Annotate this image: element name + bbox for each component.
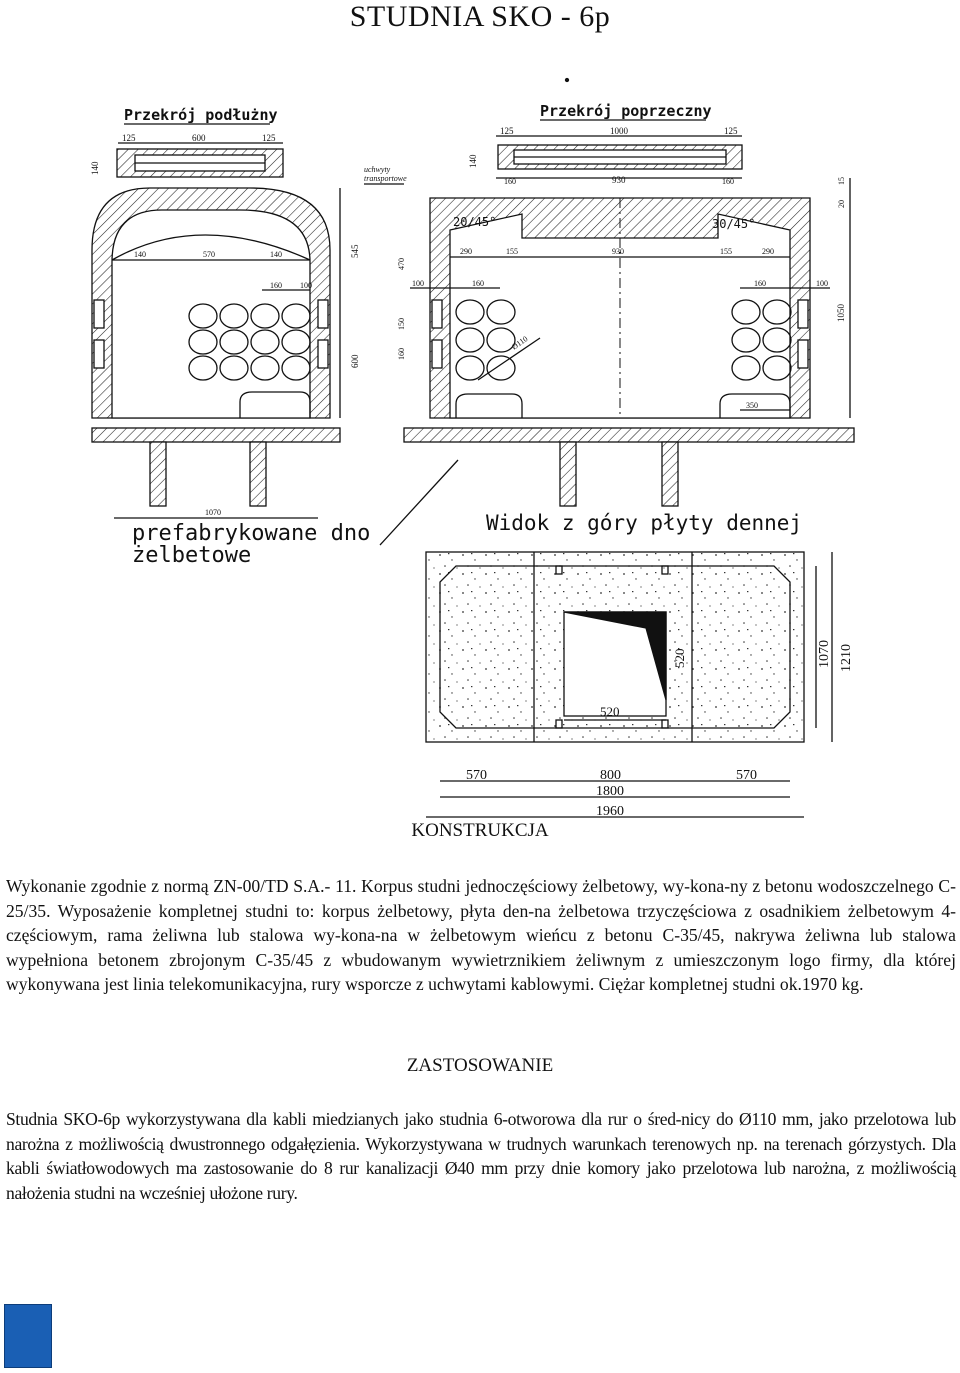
page-title: STUDNIA SKO - 6p bbox=[349, 0, 611, 33]
bottom-slab-plan: Widok z góry płyty dennej 520 520 1070 1… bbox=[425, 511, 854, 819]
svg-text:20/45°: 20/45° bbox=[453, 215, 496, 229]
svg-text:470: 470 bbox=[397, 258, 406, 270]
top-view-label: Widok z góry płyty dennej bbox=[486, 511, 802, 535]
svg-text:160: 160 bbox=[722, 177, 734, 186]
svg-text:520: 520 bbox=[600, 704, 620, 719]
svg-text:290: 290 bbox=[460, 247, 472, 256]
longitudinal-section: Przekrój podłużny 125 600 125 140 uchwyt… bbox=[90, 106, 459, 568]
svg-text:570: 570 bbox=[203, 250, 215, 259]
svg-text:125: 125 bbox=[122, 133, 136, 143]
svg-text:1070: 1070 bbox=[205, 508, 221, 517]
svg-text:600: 600 bbox=[350, 354, 360, 368]
svg-text:140: 140 bbox=[270, 250, 282, 259]
svg-text:transportowe: transportowe bbox=[364, 174, 407, 183]
svg-text:140: 140 bbox=[134, 250, 146, 259]
svg-text:140: 140 bbox=[90, 161, 100, 175]
bottom-label-line2: żelbetowe bbox=[132, 543, 251, 568]
bottom-label-line1: prefabrykowane dno bbox=[132, 521, 370, 546]
construction-heading: KONSTRUKCJA bbox=[411, 820, 549, 841]
svg-text:350: 350 bbox=[746, 401, 758, 410]
svg-text:1960: 1960 bbox=[596, 804, 624, 819]
svg-text:800: 800 bbox=[600, 768, 621, 783]
svg-text:uchwyty: uchwyty bbox=[364, 165, 391, 174]
svg-text:140: 140 bbox=[468, 154, 478, 168]
svg-text:160: 160 bbox=[472, 279, 484, 288]
svg-text:155: 155 bbox=[720, 247, 732, 256]
pipe-openings-left bbox=[188, 303, 311, 381]
svg-text:30/45°: 30/45° bbox=[712, 217, 755, 231]
technical-drawing: Przekrój podłużny 125 600 125 140 uchwyt… bbox=[90, 77, 855, 819]
svg-text:100: 100 bbox=[816, 279, 828, 288]
svg-text:930: 930 bbox=[612, 247, 624, 256]
svg-text:125: 125 bbox=[500, 126, 514, 136]
svg-text:150: 150 bbox=[397, 318, 406, 330]
svg-text:1050: 1050 bbox=[836, 304, 846, 323]
svg-text:930: 930 bbox=[612, 175, 626, 185]
cross-section-label: Przekrój poprzeczny bbox=[540, 102, 712, 120]
svg-text:100: 100 bbox=[300, 281, 312, 290]
svg-text:1070: 1070 bbox=[817, 640, 832, 668]
pipe-openings-left-wall bbox=[455, 299, 516, 381]
svg-text:160: 160 bbox=[504, 177, 516, 186]
svg-text:570: 570 bbox=[466, 768, 487, 783]
svg-text:20: 20 bbox=[837, 200, 846, 208]
svg-text:100: 100 bbox=[412, 279, 424, 288]
svg-text:520: 520 bbox=[672, 649, 687, 669]
svg-text:15: 15 bbox=[837, 177, 846, 185]
svg-text:125: 125 bbox=[262, 133, 276, 143]
svg-text:290: 290 bbox=[762, 247, 774, 256]
application-heading: ZASTOSOWANIE bbox=[406, 1055, 554, 1076]
svg-text:125: 125 bbox=[724, 126, 738, 136]
cross-section: Przekrój poprzeczny 125 1000 125 140 160… bbox=[397, 77, 855, 507]
longitudinal-section-label: Przekrój podłużny bbox=[124, 106, 278, 124]
svg-text:545: 545 bbox=[350, 244, 360, 258]
application-text: Studnia SKO-6p wykorzystywana dla kabli … bbox=[6, 1109, 956, 1203]
svg-text:600: 600 bbox=[192, 133, 206, 143]
svg-text:155: 155 bbox=[506, 247, 518, 256]
blue-marker bbox=[4, 1304, 52, 1368]
svg-text:1210: 1210 bbox=[839, 644, 854, 672]
svg-text:160: 160 bbox=[270, 281, 282, 290]
construction-text: Wykonanie zgodnie z normą ZN-00/TD S.A.-… bbox=[6, 876, 956, 994]
svg-text:160: 160 bbox=[754, 279, 766, 288]
svg-text:570: 570 bbox=[736, 768, 757, 783]
svg-text:1800: 1800 bbox=[596, 784, 624, 799]
svg-text:160: 160 bbox=[397, 348, 406, 360]
svg-text:1000: 1000 bbox=[610, 126, 629, 136]
pipe-openings-right-wall bbox=[731, 299, 792, 381]
